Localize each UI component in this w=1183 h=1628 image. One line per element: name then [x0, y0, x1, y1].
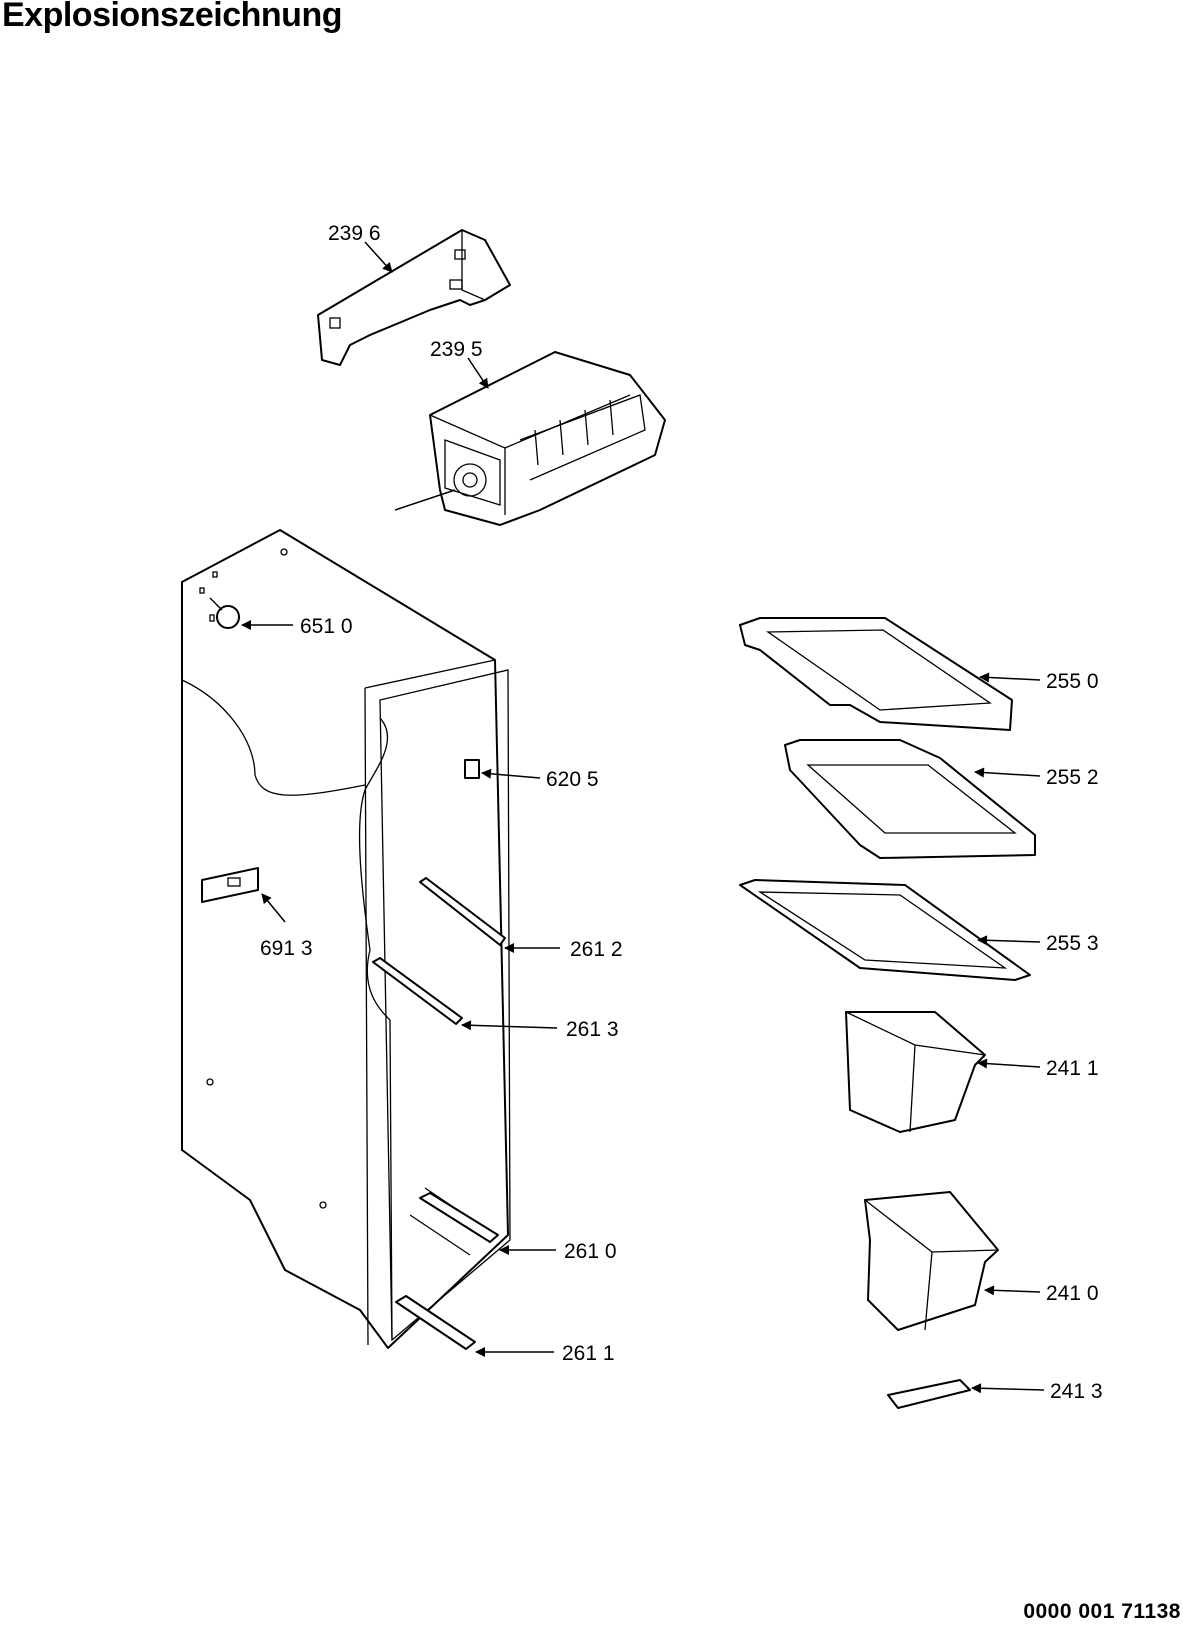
- callout-label: 691 3: [260, 937, 313, 960]
- callout-6913: 691 3: [260, 893, 313, 960]
- callout-label: 241 3: [1050, 1380, 1103, 1403]
- part-6510-lamp: [209, 597, 240, 629]
- part-2550-shelf: [739, 617, 1013, 731]
- callout-label: 255 3: [1046, 932, 1099, 955]
- callout-label: 620 5: [546, 768, 599, 791]
- callout-label: 261 3: [566, 1018, 619, 1041]
- callout-6205: 620 5: [481, 768, 599, 791]
- callout-2552: 255 2: [974, 766, 1099, 789]
- callout-2612: 261 2: [504, 938, 623, 961]
- part-2610-rail: [419, 1192, 499, 1243]
- callout-label: 241 1: [1046, 1057, 1099, 1080]
- callout-2611: 261 1: [475, 1342, 615, 1365]
- callout-label: 255 2: [1046, 766, 1099, 789]
- callout-label: 241 0: [1046, 1282, 1099, 1305]
- part-cabinet-liner: [181, 529, 511, 1349]
- callout-label: 261 0: [564, 1240, 617, 1263]
- callout-2610: 261 0: [499, 1240, 617, 1263]
- part-2413-strip: [887, 1379, 971, 1409]
- part-2396-bracket: [317, 229, 511, 366]
- callout-6510: 651 0: [241, 615, 353, 638]
- callout-label: 239 6: [328, 222, 381, 245]
- callout-label: 239 5: [430, 338, 483, 361]
- part-6913-control: [201, 867, 259, 903]
- part-2395-ice-maker: [429, 351, 666, 526]
- document-number: 0000 001 71138: [1023, 1600, 1181, 1623]
- callout-2553: 255 3: [977, 932, 1099, 955]
- callout-2395: 239 5: [430, 338, 489, 389]
- callout-2396: 239 6: [328, 222, 393, 273]
- callout-2411: 241 1: [977, 1057, 1099, 1080]
- page-title: Explosionszeichnung: [2, 0, 342, 34]
- part-2410-bin: [864, 1191, 999, 1331]
- part-2613-rail: [372, 957, 463, 1025]
- callout-2550: 255 0: [979, 670, 1099, 693]
- part-2611-rail: [395, 1295, 476, 1350]
- part-2553-shelf: [739, 879, 1031, 981]
- callout-label: 651 0: [300, 615, 353, 638]
- part-2552-shelf: [784, 739, 1036, 859]
- callout-label: 261 2: [570, 938, 623, 961]
- callout-label: 261 1: [562, 1342, 615, 1365]
- callout-2613: 261 3: [461, 1018, 619, 1041]
- part-2612-rail: [419, 877, 506, 946]
- callout-2413: 241 3: [971, 1380, 1103, 1403]
- part-6205-switch: [464, 759, 480, 779]
- callout-2410: 241 0: [984, 1282, 1099, 1305]
- callout-label: 255 0: [1046, 670, 1099, 693]
- part-2411-bin: [845, 1011, 986, 1133]
